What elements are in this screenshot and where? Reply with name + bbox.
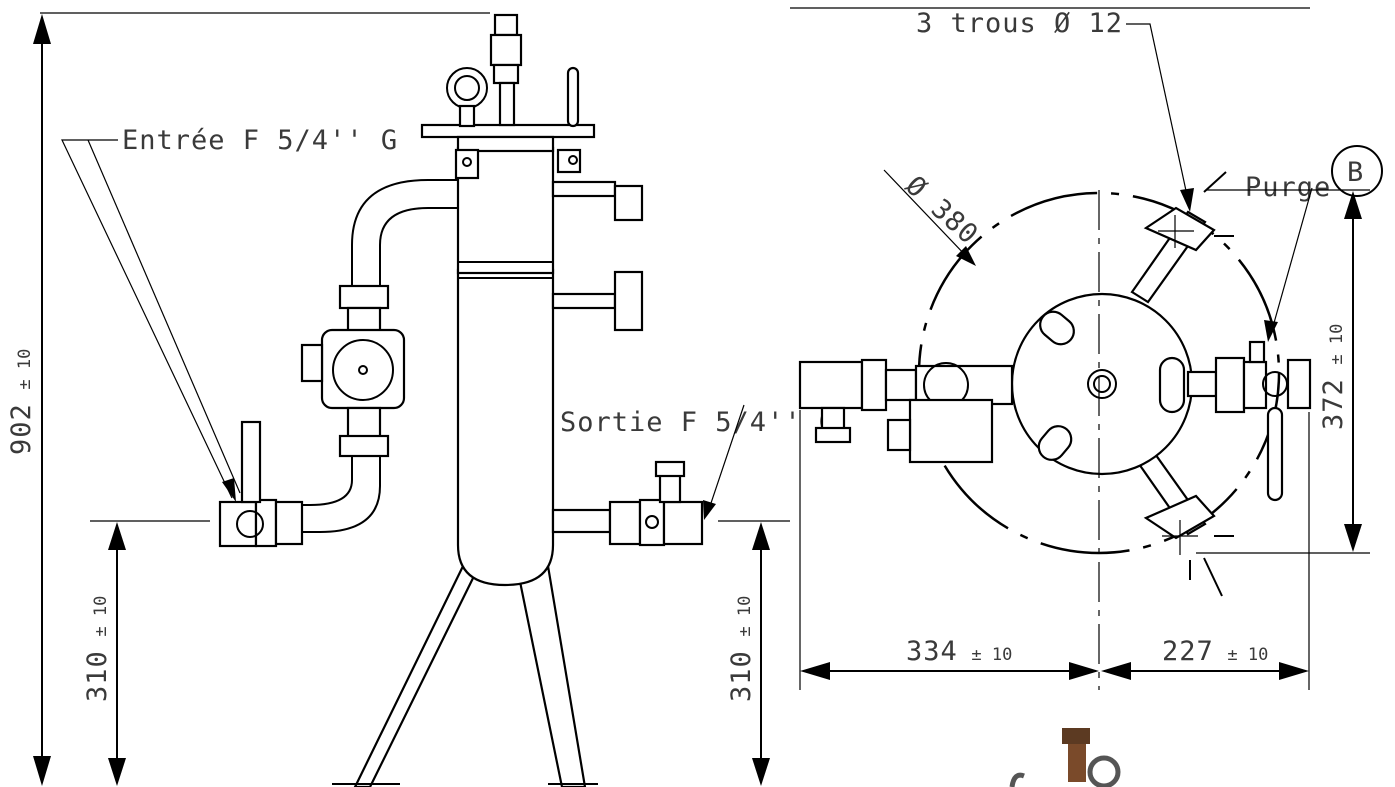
svg-text:310 ± 10: 310 ± 10 [726, 596, 757, 702]
dim-left-width-value: 334 [906, 636, 958, 667]
filter-vessel [420, 13, 704, 587]
inlet-assembly-top [798, 358, 1014, 464]
dim-right-width-tol: ± 10 [1227, 645, 1268, 665]
purge-label: Purge [1245, 172, 1331, 203]
dim-right-width-value: 227 [1162, 636, 1214, 667]
support-legs [332, 558, 598, 787]
dim-total-height-tol: ± 10 [15, 349, 35, 390]
inlet-callout: Entrée F 5/4'' G [61, 125, 398, 502]
purge-callout: Purge B [1245, 145, 1383, 342]
feet-slots [1130, 171, 1234, 597]
diameter-label: Ø 380 [899, 170, 984, 251]
diameter-callout: Ø 380 [883, 169, 984, 266]
dimension-widths: 334 ± 10 227 ± 10 [799, 410, 1310, 690]
dimension-outlet-height: 310 ± 10 [718, 520, 790, 786]
top-view: 3 trous Ø 12 Ø 380 Purge B [790, 7, 1383, 787]
detail-ref-label: B [1347, 157, 1364, 188]
svg-text:902 ± 10: 902 ± 10 [6, 349, 37, 455]
dim-inlet-height-tol: ± 10 [91, 596, 111, 637]
svg-text:310 ± 10: 310 ± 10 [82, 596, 113, 702]
dim-outlet-height-value: 310 [726, 650, 757, 702]
product-thumbnail [1009, 728, 1121, 787]
dim-depth-value: 372 [1318, 378, 1349, 430]
dim-depth-tol: ± 10 [1327, 324, 1347, 365]
dim-total-height-value: 902 [6, 403, 37, 455]
holes-callout: 3 trous Ø 12 [916, 8, 1194, 212]
outlet-label: Sortie F 5/4'' G [560, 407, 836, 438]
dimension-depth: 372 ± 10 [1196, 189, 1370, 554]
svg-text:334 ± 10: 334 ± 10 [906, 636, 1012, 667]
dim-inlet-height-value: 310 [82, 650, 113, 702]
dim-left-width-tol: ± 10 [971, 645, 1012, 665]
svg-text:372 ± 10: 372 ± 10 [1318, 324, 1349, 430]
dimension-total-height: 902 ± 10 [6, 12, 490, 786]
outlet-assembly-top [1186, 340, 1312, 502]
outlet-callout: Sortie F 5/4'' G [560, 404, 836, 520]
holes-label: 3 trous Ø 12 [916, 8, 1123, 39]
detail-bubble [1331, 145, 1383, 197]
dim-outlet-height-tol: ± 10 [735, 596, 755, 637]
inlet-label: Entrée F 5/4'' G [122, 125, 398, 156]
dimension-inlet-height: 310 ± 10 [82, 520, 210, 786]
svg-text:227 ± 10: 227 ± 10 [1162, 636, 1268, 667]
front-view: 902 ± 10 310 ± 10 310 ± 10 [6, 12, 836, 787]
inlet-piping-pump [218, 179, 458, 548]
